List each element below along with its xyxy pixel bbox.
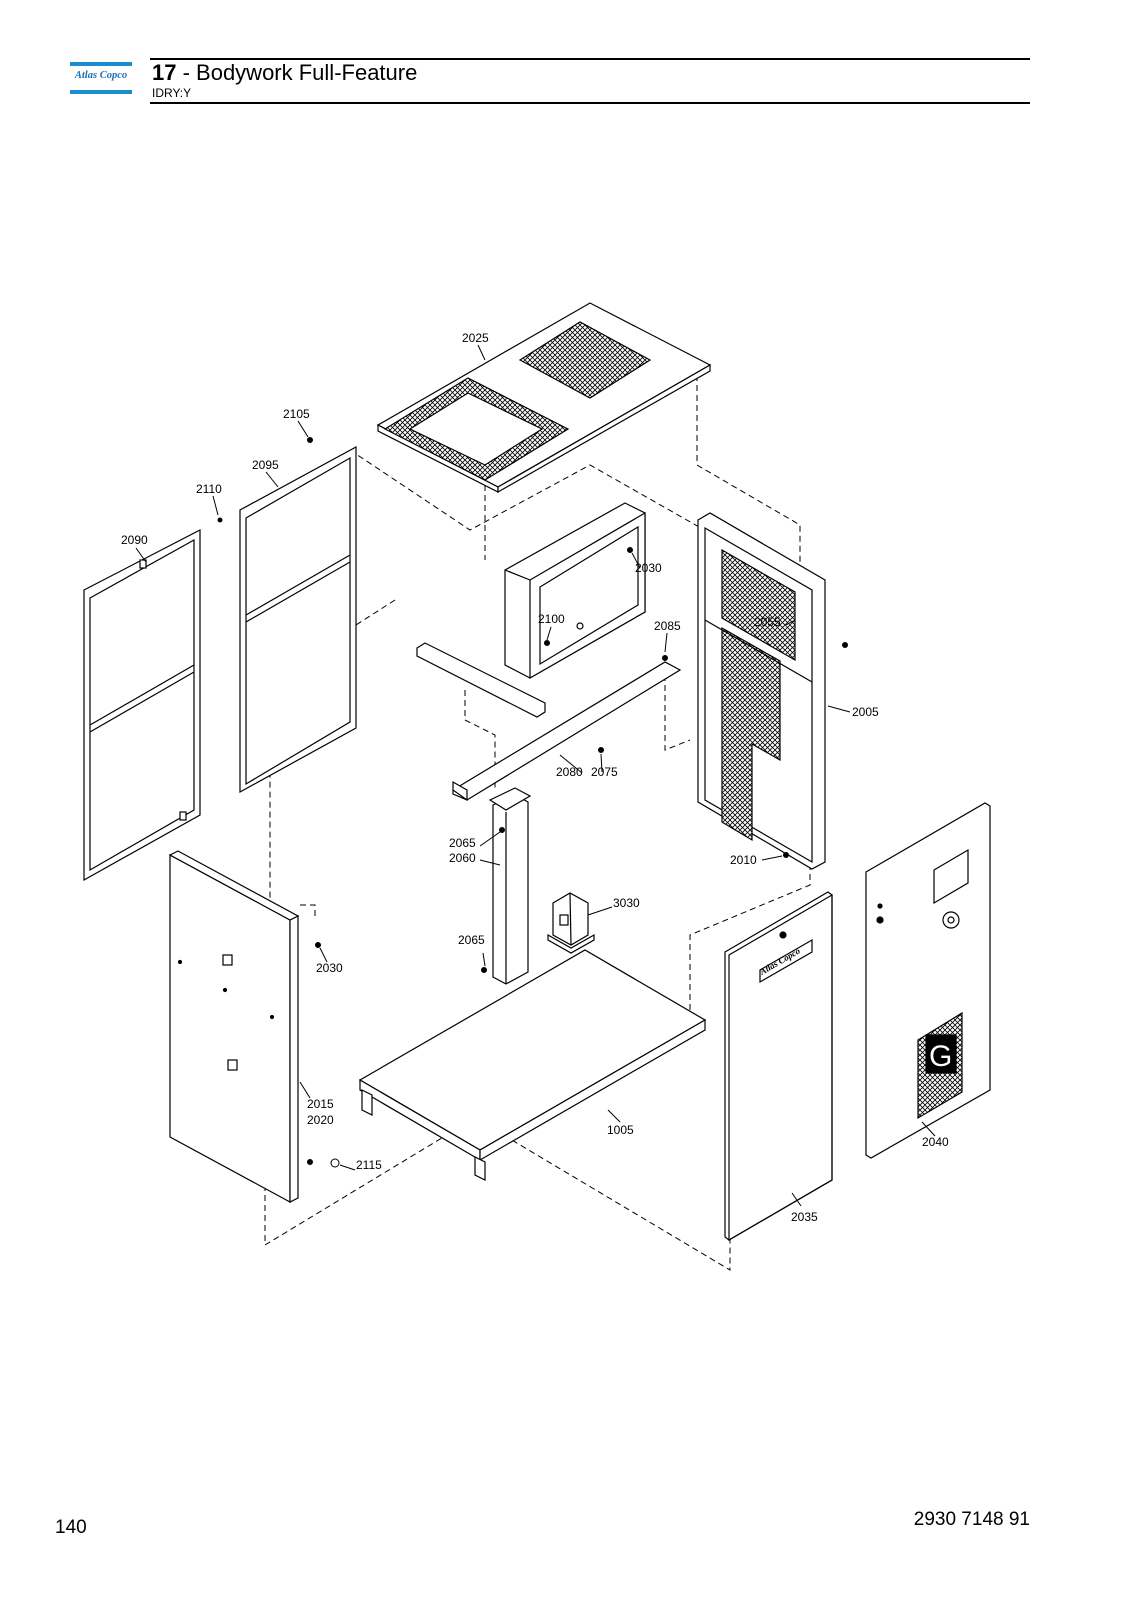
logo-text: Atlas Copco bbox=[74, 70, 128, 81]
side-panel-2095 bbox=[239, 445, 357, 794]
label-2005: 2005 bbox=[852, 705, 879, 719]
label-2055: 2055 bbox=[754, 615, 781, 629]
page-subtitle: IDRY:Y bbox=[152, 86, 192, 100]
transformer-3030 bbox=[547, 892, 595, 954]
logo-bar-bottom bbox=[70, 90, 132, 94]
rail-2080 bbox=[416, 642, 682, 802]
label-2110: 2110 bbox=[196, 482, 222, 496]
label-1005: 1005 bbox=[607, 1123, 634, 1137]
header-rule-bottom bbox=[150, 102, 1030, 104]
top-cover-2025 bbox=[376, 302, 712, 494]
label-2105: 2105 bbox=[283, 407, 310, 421]
label-2030-box: 2030 bbox=[635, 561, 662, 575]
label-2060: 2060 bbox=[449, 851, 476, 865]
label-2040: 2040 bbox=[922, 1135, 949, 1149]
side-panel-2090 bbox=[83, 529, 201, 882]
front-frame-2005 bbox=[697, 512, 826, 870]
label-2085: 2085 bbox=[654, 619, 681, 633]
column-2060 bbox=[488, 787, 532, 985]
page-title: 17 - Bodywork Full-Feature bbox=[152, 60, 417, 86]
header-rule-top bbox=[150, 58, 1030, 60]
label-3030: 3030 bbox=[613, 896, 640, 910]
logo-bar-top bbox=[70, 62, 132, 66]
section-title: - Bodywork Full-Feature bbox=[176, 60, 418, 85]
base-frame-1005 bbox=[358, 949, 707, 1181]
label-2020: 2020 bbox=[307, 1113, 334, 1127]
label-2065-upper: 2065 bbox=[449, 836, 476, 850]
electrical-box bbox=[504, 502, 646, 680]
label-2015: 2015 bbox=[307, 1097, 334, 1111]
front-door-2035 bbox=[724, 891, 833, 1242]
fasteners bbox=[217, 437, 848, 1168]
assembly-lines bbox=[264, 375, 811, 1271]
leader-lines bbox=[135, 344, 936, 1207]
label-2095: 2095 bbox=[252, 458, 279, 472]
label-2090: 2090 bbox=[121, 533, 148, 547]
page-number: 140 bbox=[55, 1517, 87, 1538]
label-2115: 2115 bbox=[356, 1158, 382, 1172]
part-labels: 2025 2105 2095 2110 2090 2030 2100 2085 … bbox=[121, 331, 949, 1224]
label-2025: 2025 bbox=[462, 331, 489, 345]
document-number: 2930 7148 91 bbox=[913, 1509, 1030, 1530]
label-2075: 2075 bbox=[591, 765, 618, 779]
atlas-copco-logo: Atlas Copco bbox=[70, 62, 132, 94]
g-logo: G bbox=[929, 1040, 952, 1073]
label-2010: 2010 bbox=[730, 853, 757, 867]
section-number: 17 bbox=[152, 60, 177, 85]
label-2035: 2035 bbox=[791, 1210, 818, 1224]
side-panel-2015 bbox=[168, 850, 300, 1204]
label-2065-lower: 2065 bbox=[458, 933, 485, 947]
label-2100: 2100 bbox=[538, 612, 565, 626]
label-2080: 2080 bbox=[556, 765, 583, 779]
label-2030-side: 2030 bbox=[316, 961, 343, 975]
front-door-2040 bbox=[865, 802, 991, 1159]
